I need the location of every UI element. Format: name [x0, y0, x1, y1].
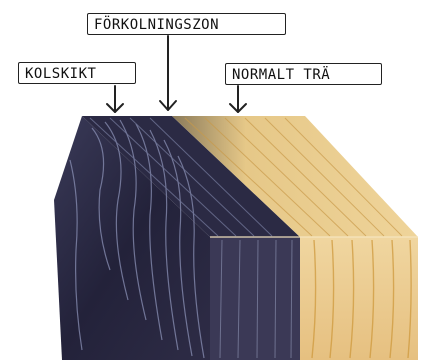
label-charring-zone: FÖRKOLNINGSZON — [87, 13, 286, 35]
wood-front — [300, 237, 418, 360]
label-char-layer: KOLSKIKT — [18, 62, 136, 84]
label-normal-wood: NORMALT TRÄ — [225, 63, 382, 85]
charring-zone-front — [210, 237, 300, 360]
